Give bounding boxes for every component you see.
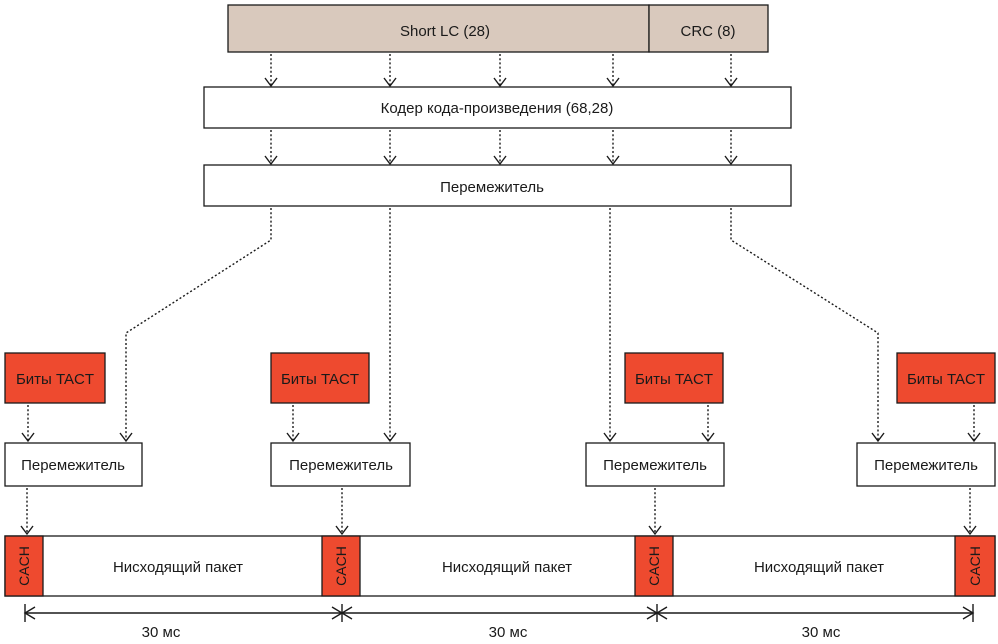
branch-2: Биты TACT Перемежитель xyxy=(270,352,411,536)
burst-row: CACH CACH CACH CACH Нисходящий пакет Нис… xyxy=(4,535,996,597)
branch-interleaver-box-1 xyxy=(4,442,143,487)
timing-arrowhead-1a xyxy=(23,606,36,620)
packet-label-1: Нисходящий пакет xyxy=(113,559,243,576)
fanout-line-2-head xyxy=(383,432,397,443)
cach-label-3: CACH xyxy=(646,546,662,586)
header-bar: Short LC (28) CRC (8) xyxy=(227,4,769,53)
packet-label-2: Нисходящий пакет xyxy=(442,559,572,576)
encoder-to-interleaver-arrows xyxy=(264,130,738,166)
fanout-line-3-head xyxy=(603,432,617,443)
fanout-line-1-head xyxy=(119,432,133,443)
tact-arrow-1-head xyxy=(21,432,35,443)
short-lc-field xyxy=(227,4,650,53)
branch-interleaver-label-1: Перемежитель xyxy=(21,457,125,474)
arrow-e2i-1-head xyxy=(264,155,278,166)
tact-label-1: Биты TACT xyxy=(16,371,94,388)
cach-arrow-2-head xyxy=(335,525,349,536)
encoder-block: Кодер кода-произведения (68,28) xyxy=(203,86,792,129)
encoder-box xyxy=(203,86,792,129)
branch-interleaver-box-4 xyxy=(856,442,996,487)
burst-row-outline xyxy=(4,535,996,597)
cach-arrow-4-head xyxy=(963,525,977,536)
packet-label-3: Нисходящий пакет xyxy=(754,559,884,576)
tact-box-2 xyxy=(270,352,370,404)
crc-label: CRC (8) xyxy=(681,23,736,40)
main-interleaver-label: Перемежитель xyxy=(440,179,544,196)
cach-slot-1 xyxy=(4,535,44,597)
main-interleaver-block: Перемежитель xyxy=(203,164,792,207)
branch-interleaver-box-3 xyxy=(585,442,725,487)
short-lc-label: Short LC (28) xyxy=(400,23,490,40)
arrow-h2e-5-head xyxy=(724,77,738,88)
cach-arrow-1-head xyxy=(20,525,34,536)
tact-arrow-4-head xyxy=(967,432,981,443)
timing-label-2: 30 мс xyxy=(489,624,528,641)
arrow-e2i-3-head xyxy=(493,155,507,166)
arrow-h2e-3-head xyxy=(493,77,507,88)
tact-label-3: Биты TACT xyxy=(635,371,713,388)
fanout-line-4 xyxy=(730,208,879,440)
tact-label-2: Биты TACT xyxy=(281,371,359,388)
branch-1: Биты TACT Перемежитель xyxy=(4,352,143,536)
cach-slot-2 xyxy=(321,535,361,597)
tact-arrow-3-head xyxy=(701,432,715,443)
timing-arrowhead-3a xyxy=(655,606,668,620)
tact-box-3 xyxy=(624,352,724,404)
branch-interleaver-label-2: Перемежитель xyxy=(289,457,393,474)
tact-label-4: Биты TACT xyxy=(907,371,985,388)
timing-arrowhead-3b xyxy=(962,606,975,620)
arrow-h2e-4-head xyxy=(606,77,620,88)
tact-arrow-2-head xyxy=(286,432,300,443)
timing-arrowhead-2a xyxy=(340,606,353,620)
tact-box-1 xyxy=(4,352,106,404)
interleaver-to-branch-lines xyxy=(119,208,885,443)
branch-interleaver-label-4: Перемежитель xyxy=(874,457,978,474)
timing-label-1: 30 мс xyxy=(142,624,181,641)
branch-3: Биты TACT Перемежитель xyxy=(585,352,725,536)
branch-interleaver-label-3: Перемежитель xyxy=(603,457,707,474)
tact-box-4 xyxy=(896,352,996,404)
arrow-h2e-1-head xyxy=(264,77,278,88)
encoder-label: Кодер кода-произведения (68,28) xyxy=(381,100,614,117)
arrow-e2i-4-head xyxy=(606,155,620,166)
cach-slot-4 xyxy=(954,535,996,597)
header-to-encoder-arrows xyxy=(264,54,738,88)
timing-label-3: 30 мс xyxy=(802,624,841,641)
branch-interleaver-box-2 xyxy=(270,442,411,487)
crc-field xyxy=(648,4,769,53)
main-interleaver-box xyxy=(203,164,792,207)
fanout-line-4-head xyxy=(871,432,885,443)
cach-label-4: CACH xyxy=(967,546,983,586)
cach-slot-3 xyxy=(634,535,674,597)
timing-axis: 30 мс 30 мс 30 мс xyxy=(23,604,975,641)
fanout-line-1 xyxy=(125,208,272,440)
arrow-h2e-2-head xyxy=(383,77,397,88)
arrow-e2i-5-head xyxy=(724,155,738,166)
arrow-e2i-2-head xyxy=(383,155,397,166)
cach-label-1: CACH xyxy=(16,546,32,586)
branch-4: Биты TACT Перемежитель xyxy=(856,352,996,536)
cach-arrow-3-head xyxy=(648,525,662,536)
cach-label-2: CACH xyxy=(333,546,349,586)
